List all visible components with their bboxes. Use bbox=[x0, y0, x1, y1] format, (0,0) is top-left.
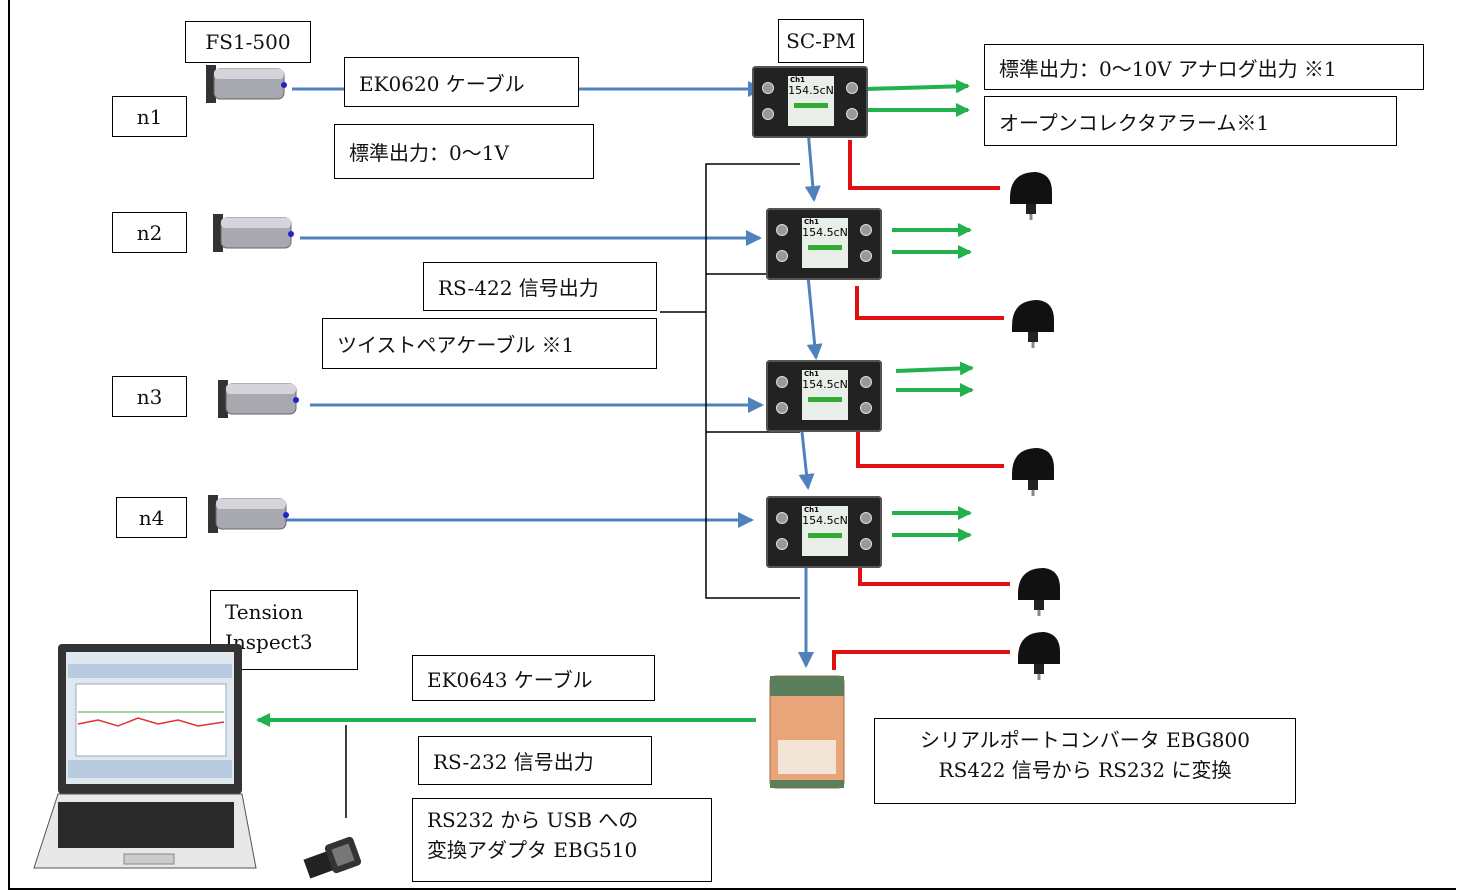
serial-converter-icon bbox=[769, 675, 845, 789]
rs422-chain-lines bbox=[798, 129, 823, 668]
laptop-icon bbox=[33, 644, 257, 869]
node-n2-label: n2 bbox=[112, 212, 187, 253]
sensor-icon bbox=[213, 214, 294, 252]
power-adapter-icon bbox=[1010, 172, 1052, 220]
power-lines bbox=[832, 140, 1010, 670]
controller-model-label: SC-PM bbox=[778, 19, 864, 63]
power-adapter-icon bbox=[1018, 568, 1060, 616]
rs422-output-label: RS-422 信号出力 bbox=[423, 262, 657, 311]
node-n3-label: n3 bbox=[112, 376, 187, 417]
serial-converter-line2: RS422 信号から RS232 に変換 bbox=[938, 758, 1232, 782]
serial-converter-label: シリアルポートコンバータ EBG800 RS422 信号から RS232 に変換 bbox=[874, 718, 1296, 804]
power-adapter-icon bbox=[1012, 448, 1054, 496]
standard-output-10v-label: 標準出力：0～10V アナログ出力 ※1 bbox=[984, 44, 1424, 90]
sensor-icon bbox=[218, 380, 299, 418]
usb-adapter-line2: 変換アダプタ EBG510 bbox=[427, 838, 638, 862]
node-n4-label: n4 bbox=[116, 497, 187, 538]
ek0620-cable-label: EK0620 ケーブル bbox=[344, 57, 579, 107]
diagram-frame bbox=[8, 0, 1456, 890]
sensor-icon bbox=[208, 495, 289, 533]
open-collector-alarm-label: オープンコレクタアラーム※1 bbox=[984, 96, 1397, 146]
controller-value: 154.5cN bbox=[802, 226, 848, 239]
rs232-output-label: RS-232 信号出力 bbox=[418, 736, 652, 785]
sensor-model-label: FS1-500 bbox=[185, 21, 311, 63]
controller-value: 154.5cN bbox=[802, 378, 848, 391]
twisted-pair-label: ツイストペアケーブル ※1 bbox=[322, 318, 657, 369]
node-n1-label: n1 bbox=[112, 96, 187, 137]
controller-value: 154.5cN bbox=[788, 84, 834, 97]
power-adapter-icon bbox=[1012, 300, 1054, 348]
ek0643-cable-label: EK0643 ケーブル bbox=[412, 655, 655, 701]
controller-value: 154.5cN bbox=[802, 514, 848, 527]
software-line1: Tension bbox=[225, 600, 304, 624]
sensor-icon bbox=[206, 65, 287, 103]
software-label: Tension Inspect3 bbox=[210, 590, 358, 670]
usb-adapter-line1: RS232 から USB への bbox=[427, 808, 639, 832]
power-adapter-icon bbox=[1018, 632, 1060, 680]
output-lines bbox=[256, 79, 974, 727]
serial-converter-line1: シリアルポートコンバータ EBG800 bbox=[920, 728, 1250, 752]
usb-adapter-label: RS232 から USB への 変換アダプタ EBG510 bbox=[412, 798, 712, 882]
usb-adapter-icon bbox=[303, 836, 362, 879]
standard-output-1v-label: 標準出力：0～1V bbox=[334, 124, 594, 179]
